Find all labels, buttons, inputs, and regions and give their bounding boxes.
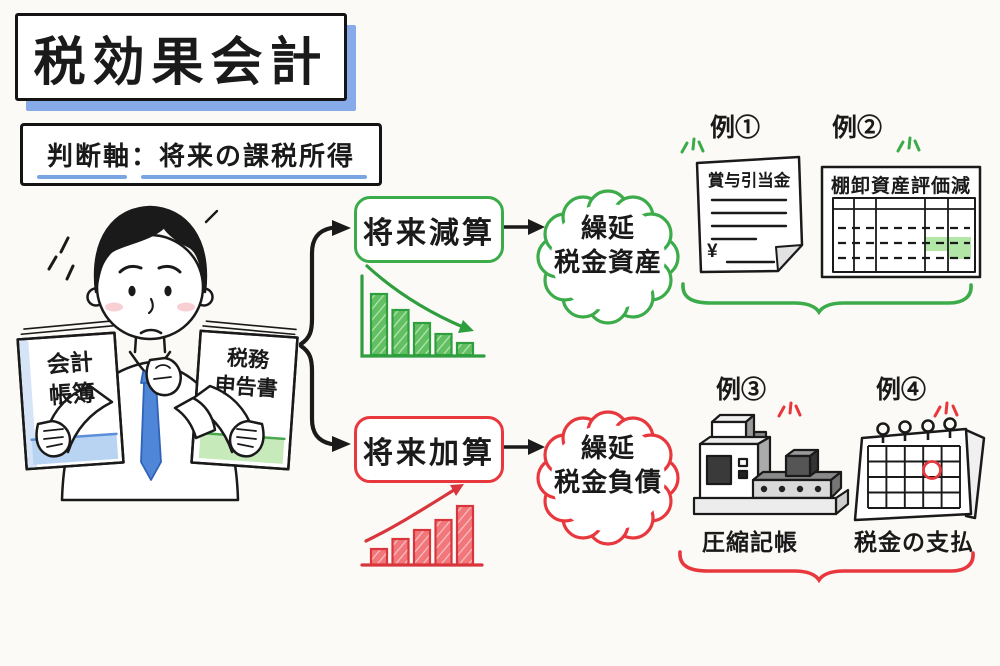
blush bbox=[177, 302, 195, 312]
example-2-label: 例② bbox=[831, 114, 882, 142]
blush bbox=[105, 302, 123, 312]
trend-arrow-down bbox=[365, 264, 465, 329]
page-title-text: 税効果会計 bbox=[33, 33, 329, 92]
book-left-label: 会計 帳簿 bbox=[46, 348, 96, 409]
bar bbox=[455, 504, 475, 567]
bar-chart-increasing bbox=[369, 504, 475, 567]
sparkle-icon bbox=[680, 136, 921, 154]
hair bbox=[93, 205, 208, 294]
eye bbox=[128, 285, 136, 297]
example-3-label: 例③ bbox=[715, 376, 766, 404]
nose bbox=[147, 297, 154, 315]
mouth bbox=[139, 328, 163, 335]
red-brace bbox=[678, 550, 975, 584]
bar bbox=[369, 547, 389, 567]
subtitle-underline bbox=[37, 175, 127, 179]
deferred-tax-liability-cloud bbox=[536, 410, 680, 546]
chin-arm bbox=[173, 396, 217, 440]
chin-hand bbox=[145, 356, 182, 397]
calendar-rings bbox=[876, 417, 957, 443]
eyebrows bbox=[118, 264, 182, 274]
bar bbox=[434, 332, 453, 357]
table-icon bbox=[820, 165, 982, 279]
bar bbox=[412, 528, 432, 567]
example-1-label: 例① bbox=[709, 114, 760, 142]
bar bbox=[434, 518, 453, 567]
machine-caption: 圧縮記帳 bbox=[702, 529, 798, 555]
arrow-to-liability-cloud bbox=[504, 439, 545, 455]
future-deductible-box: 将来減算 bbox=[354, 196, 504, 263]
arrow-to-asset-cloud bbox=[504, 219, 545, 235]
bar bbox=[412, 321, 432, 357]
arrowhead bbox=[332, 436, 351, 452]
table-title: 棚卸資産評価減 bbox=[830, 176, 971, 197]
branch-brace bbox=[298, 220, 351, 452]
page-title: 税効果会計 bbox=[15, 13, 347, 101]
deferred-tax-asset-label: 繰延 税金資産 bbox=[553, 213, 662, 277]
deferred-tax-liability-label: 繰延 税金負債 bbox=[553, 433, 662, 497]
eye bbox=[164, 285, 172, 297]
sparkle-icon bbox=[777, 401, 959, 418]
calendar-icon bbox=[853, 417, 986, 522]
sparkle-icon bbox=[47, 236, 75, 281]
subtitle-box: 判断軸：将来の課税所得 bbox=[20, 123, 382, 186]
bar bbox=[369, 292, 389, 357]
document-icon bbox=[695, 155, 804, 274]
subtitle-text: 判断軸：将来の課税所得 bbox=[46, 141, 355, 171]
calendar-caption: 税金の支払 bbox=[854, 529, 974, 555]
chart-axis-green bbox=[360, 274, 486, 358]
deferred-tax-asset-cloud bbox=[536, 189, 680, 325]
person-illustration bbox=[16, 205, 299, 502]
document-title: 賞与引当金 bbox=[707, 172, 791, 190]
book-right-label: 税務 申告書 bbox=[213, 346, 279, 402]
trend-arrowhead bbox=[450, 484, 464, 496]
example-4-label: 例④ bbox=[875, 376, 926, 404]
subtitle-underline bbox=[141, 175, 367, 179]
currency-symbol: ¥ bbox=[707, 241, 718, 262]
calendar-marked-date bbox=[922, 460, 942, 480]
trend-arrow-up bbox=[364, 488, 456, 543]
book-tax-return bbox=[190, 320, 299, 471]
trend-arrowhead bbox=[458, 320, 474, 333]
bar bbox=[391, 308, 410, 357]
bar bbox=[455, 341, 475, 357]
arrowhead bbox=[332, 220, 351, 236]
future-taxable-box: 将来加算 bbox=[354, 416, 504, 483]
machine-icon bbox=[692, 413, 850, 516]
green-brace bbox=[681, 282, 973, 316]
bar bbox=[391, 537, 410, 567]
